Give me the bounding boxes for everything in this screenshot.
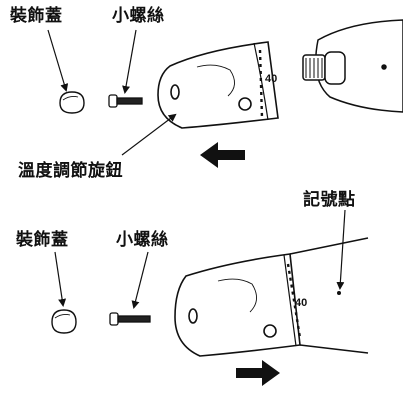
bottom-body-drawing [286, 237, 369, 354]
top-knob-label: 溫度調節旋鈕 [18, 161, 123, 181]
bottom-cap-drawing [51, 309, 77, 334]
top-leader-lines [47, 29, 177, 156]
bottom-screw-drawing [109, 312, 151, 326]
top-cap-drawing [59, 91, 85, 114]
bottom-cap-label: 裝飾蓋 [16, 230, 69, 250]
bottom-scale-mark: 40 [295, 297, 307, 309]
top-move-arrow-left [200, 142, 245, 168]
bottom-screw-label: 小螺絲 [116, 230, 169, 250]
top-cap-label: 裝飾蓋 [10, 6, 63, 26]
top-screw-drawing [108, 94, 143, 108]
top-screw-label: 小螺絲 [112, 6, 165, 26]
top-scale-mark: 40 [265, 73, 277, 85]
bottom-knob-drawing [174, 253, 301, 357]
top-valve-drawing [302, 19, 403, 113]
mark-dot [337, 291, 341, 295]
top-knob-drawing [157, 41, 279, 129]
mark-dot-label: 記號點 [303, 190, 356, 210]
bottom-leader-lines [54, 209, 346, 309]
bottom-move-arrow-right [236, 360, 280, 386]
